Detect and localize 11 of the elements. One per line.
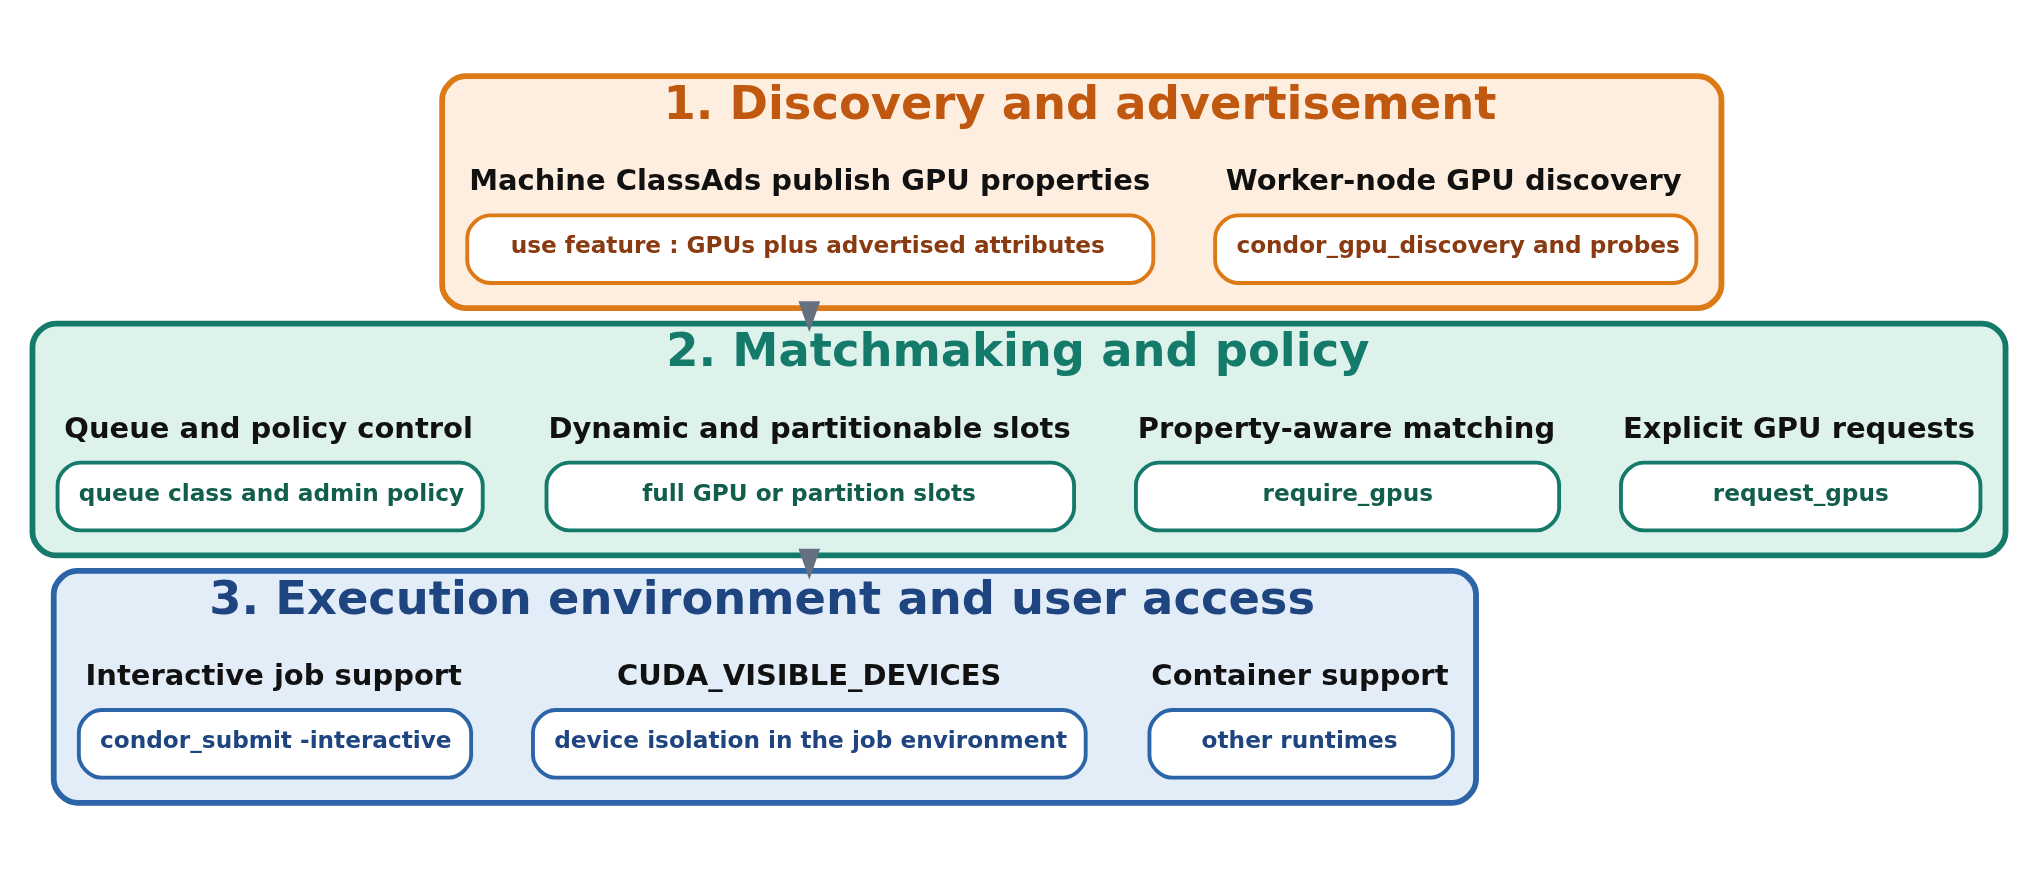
node-label: Machine ClassAds publish GPU properties xyxy=(469,163,1151,198)
node-label: Interactive job support xyxy=(85,657,462,692)
arrow xyxy=(798,301,821,333)
arrow xyxy=(798,548,821,580)
node-label: Explicit GPU requests xyxy=(1622,410,1975,445)
node-label: Property-aware matching xyxy=(1137,410,1556,445)
node-label: Worker-node GPU discovery xyxy=(1225,163,1682,198)
node-label: Container support xyxy=(1151,657,1449,692)
node-label: CUDA_VISIBLE_DEVICES xyxy=(617,657,1002,692)
node-label: Dynamic and partitionable slots xyxy=(548,410,1071,445)
node-label: Queue and policy control xyxy=(64,410,473,445)
